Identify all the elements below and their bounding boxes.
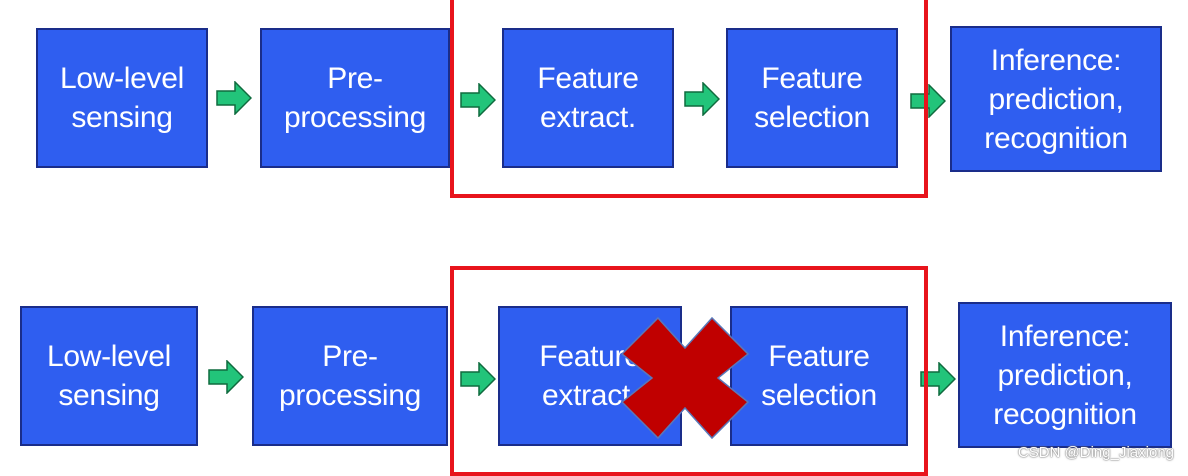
bottom-inference-label: Inference: prediction, recognition	[993, 319, 1137, 431]
watermark-text: CSDN @Ding_Jiaxiong	[1017, 444, 1174, 461]
bottom-pre-processing-box: Pre- processing	[252, 306, 448, 446]
top-highlight-frame	[450, 0, 928, 198]
right-arrow-icon	[460, 362, 496, 396]
bottom-feature-selection-label: Feature selection	[761, 340, 877, 412]
top-low-level-sensing-box: Low-level sensing	[36, 28, 208, 168]
right-arrow-icon	[216, 81, 252, 115]
bottom-feature-selection-box: Feature selection	[730, 306, 908, 446]
right-arrow-icon	[208, 360, 244, 394]
top-low-level-sensing-label: Low-level sensing	[59, 62, 185, 134]
cross-icon	[620, 316, 750, 440]
bottom-inference-box: Inference: prediction, recognition	[958, 302, 1172, 448]
right-arrow-icon	[684, 82, 720, 116]
right-arrow-icon	[910, 84, 946, 118]
top-feature-selection-label: Feature selection	[754, 62, 870, 134]
top-pre-processing-box: Pre- processing	[260, 28, 450, 168]
top-feature-extract-box: Feature extract.	[502, 28, 674, 168]
bottom-low-level-sensing-label: Low-level sensing	[46, 340, 172, 412]
top-inference-label: Inference: prediction, recognition	[984, 43, 1128, 155]
top-feature-extract-label: Feature extract.	[537, 62, 639, 134]
bottom-low-level-sensing-box: Low-level sensing	[20, 306, 198, 446]
right-arrow-icon	[460, 83, 496, 117]
top-pre-processing-label: Pre- processing	[283, 62, 427, 134]
bottom-pre-processing-label: Pre- processing	[278, 340, 422, 412]
top-inference-box: Inference: prediction, recognition	[950, 26, 1162, 172]
top-feature-selection-box: Feature selection	[726, 28, 898, 168]
bottom-feature-extract-label: Feature extract.	[539, 340, 641, 412]
